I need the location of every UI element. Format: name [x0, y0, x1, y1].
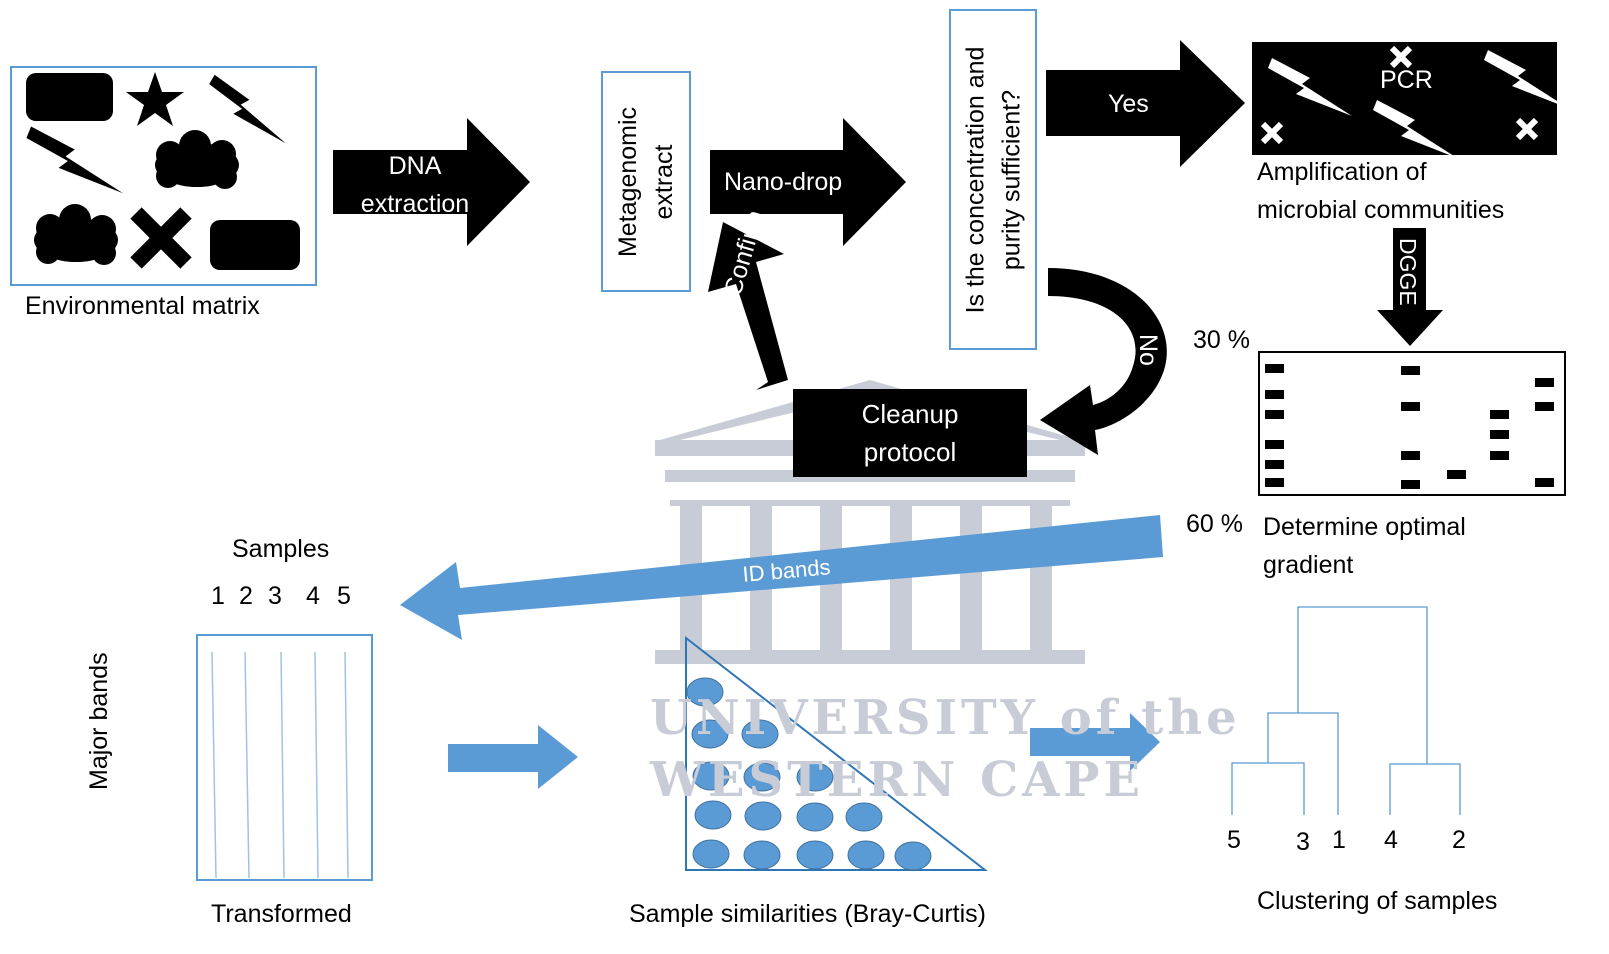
- transform-arrow: [448, 725, 578, 789]
- transformed-caption: Transformed: [211, 900, 352, 928]
- id-bands-label: ID bands: [741, 554, 832, 587]
- no-curved-arrow: [1040, 268, 1167, 455]
- sample-number-5: 5: [337, 582, 351, 610]
- gel-caption: Determine optimal gradient: [1263, 513, 1466, 579]
- metagenomic-extract-box: Metagenomic extract: [601, 71, 691, 292]
- cloud-icon: [34, 204, 118, 265]
- dna-extraction-label: DNA extraction: [360, 152, 470, 218]
- sample-number-3: 3: [268, 582, 282, 610]
- question-box: Is the concentration and purity sufficie…: [949, 9, 1037, 350]
- clustering-caption: Clustering of samples: [1257, 887, 1498, 915]
- sample-lanes: [211, 651, 349, 879]
- watermark-line-2: WESTERN CAPE: [650, 752, 1145, 808]
- cleanup-protocol-box: Cleanup protocol: [793, 389, 1027, 477]
- gel-bands: [1265, 364, 1554, 489]
- dendrogram-leaf-2: 2: [1452, 826, 1466, 854]
- environmental-matrix-shapes: [26, 72, 300, 270]
- gel-top-label: 30 %: [1193, 326, 1250, 354]
- id-bands-arrow: [400, 515, 1163, 640]
- sample-number-4: 4: [306, 582, 320, 610]
- similarity-caption: Sample similarities (Bray-Curtis): [629, 900, 986, 928]
- cloud-icon: [155, 130, 239, 189]
- pcr-caption: Amplification of microbial communities: [1257, 158, 1505, 224]
- sample-number-1: 1: [211, 582, 225, 610]
- no-label: No: [1134, 334, 1162, 366]
- pcr-shapes: [1260, 45, 1568, 158]
- pcr-label: PCR: [1380, 66, 1433, 94]
- star-icon: [126, 72, 184, 126]
- metagenomic-line-1: Metagenomic: [614, 106, 643, 257]
- question-line-1: Is the concentration and: [961, 46, 990, 313]
- confirm-arrow: [708, 222, 788, 390]
- samples-title: Samples: [232, 535, 330, 563]
- metagenomic-line-2: extract: [650, 143, 679, 220]
- x-shape-icon: [130, 207, 192, 269]
- environmental-matrix-caption: Environmental matrix: [25, 292, 260, 320]
- dendrogram-leaf-1: 1: [1332, 826, 1346, 854]
- cleanup-line-1: Cleanup: [861, 399, 959, 429]
- cleanup-line-2: protocol: [863, 437, 957, 467]
- dendrogram: [1231, 606, 1461, 815]
- dendrogram-leaf-3: 3: [1296, 828, 1310, 856]
- sample-number-2: 2: [239, 582, 253, 610]
- watermark-line-1: UNIVERSITY of the: [650, 690, 1241, 746]
- dendrogram-leaf-5: 5: [1227, 826, 1241, 854]
- similarity-triangle: [685, 635, 988, 871]
- yes-label: Yes: [1108, 90, 1149, 118]
- cluster-arrow: [1030, 713, 1160, 771]
- nano-drop-arrow: [710, 118, 906, 246]
- dgge-label: DGGE: [1395, 238, 1421, 306]
- gel-bottom-label: 60 %: [1186, 510, 1243, 538]
- similarity-matrix-cells: [686, 677, 932, 871]
- nano-drop-label: Nano-drop: [724, 168, 843, 196]
- question-line-2: purity sufficient?: [997, 89, 1026, 270]
- x-mark-icon: [1260, 45, 1539, 145]
- samples-gel-box: [196, 634, 373, 881]
- yes-arrow: [1046, 40, 1245, 167]
- dgge-gel: [1258, 351, 1566, 496]
- major-bands-label: Major bands: [85, 652, 113, 790]
- dgge-arrow: [1377, 228, 1443, 346]
- dendrogram-leaf-4: 4: [1384, 826, 1398, 854]
- dna-extraction-arrow: [333, 118, 530, 246]
